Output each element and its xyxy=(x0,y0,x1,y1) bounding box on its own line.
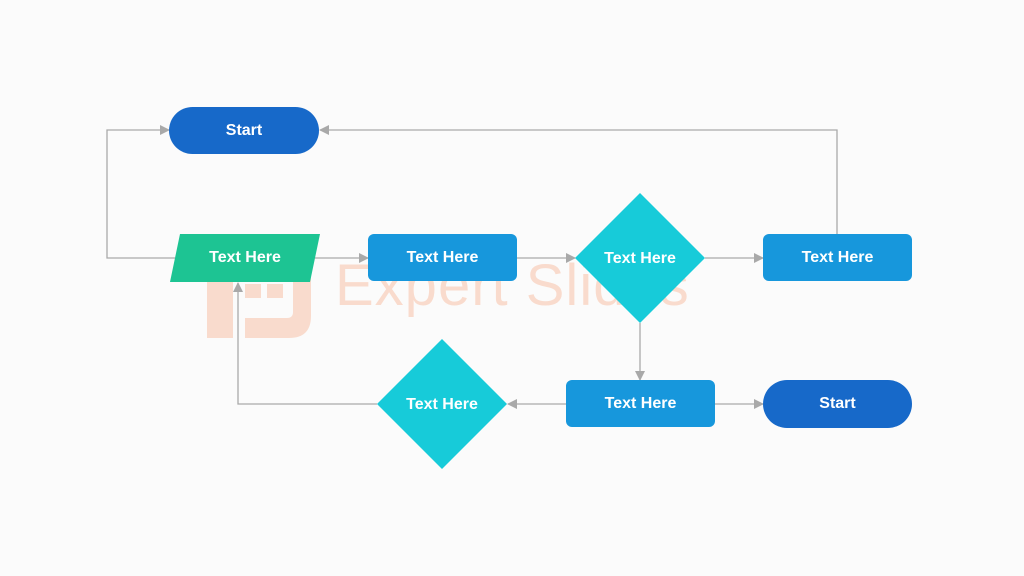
decision-node-2[interactable]: Text Here xyxy=(377,339,507,469)
decision-diamond-shape xyxy=(377,339,507,469)
decision-diamond-shape xyxy=(575,193,705,323)
input-node-label: Text Here xyxy=(209,249,281,266)
decision-node-2-label: Text Here xyxy=(406,395,478,413)
process-node-3[interactable]: Text Here xyxy=(566,380,715,427)
decision-node-1[interactable]: Text Here xyxy=(575,193,705,323)
process-node-3-label: Text Here xyxy=(604,394,677,412)
start-node-label: Start xyxy=(225,121,263,139)
process-node-1-label: Text Here xyxy=(406,248,479,266)
input-node[interactable]: Text Here xyxy=(170,234,320,282)
end-node-label: Start xyxy=(819,395,856,412)
connector-process-2-to-start xyxy=(319,125,838,234)
end-node[interactable]: Start xyxy=(763,380,912,428)
process-node-2-label: Text Here xyxy=(801,248,874,266)
connector-decision-2-to-input xyxy=(233,282,377,405)
start-node[interactable]: Start xyxy=(169,107,319,154)
process-node-1[interactable]: Text Here xyxy=(368,234,517,281)
decision-node-1-label: Text Here xyxy=(604,249,676,267)
process-node-2[interactable]: Text Here xyxy=(763,234,912,281)
connector-input-to-start xyxy=(106,125,175,259)
